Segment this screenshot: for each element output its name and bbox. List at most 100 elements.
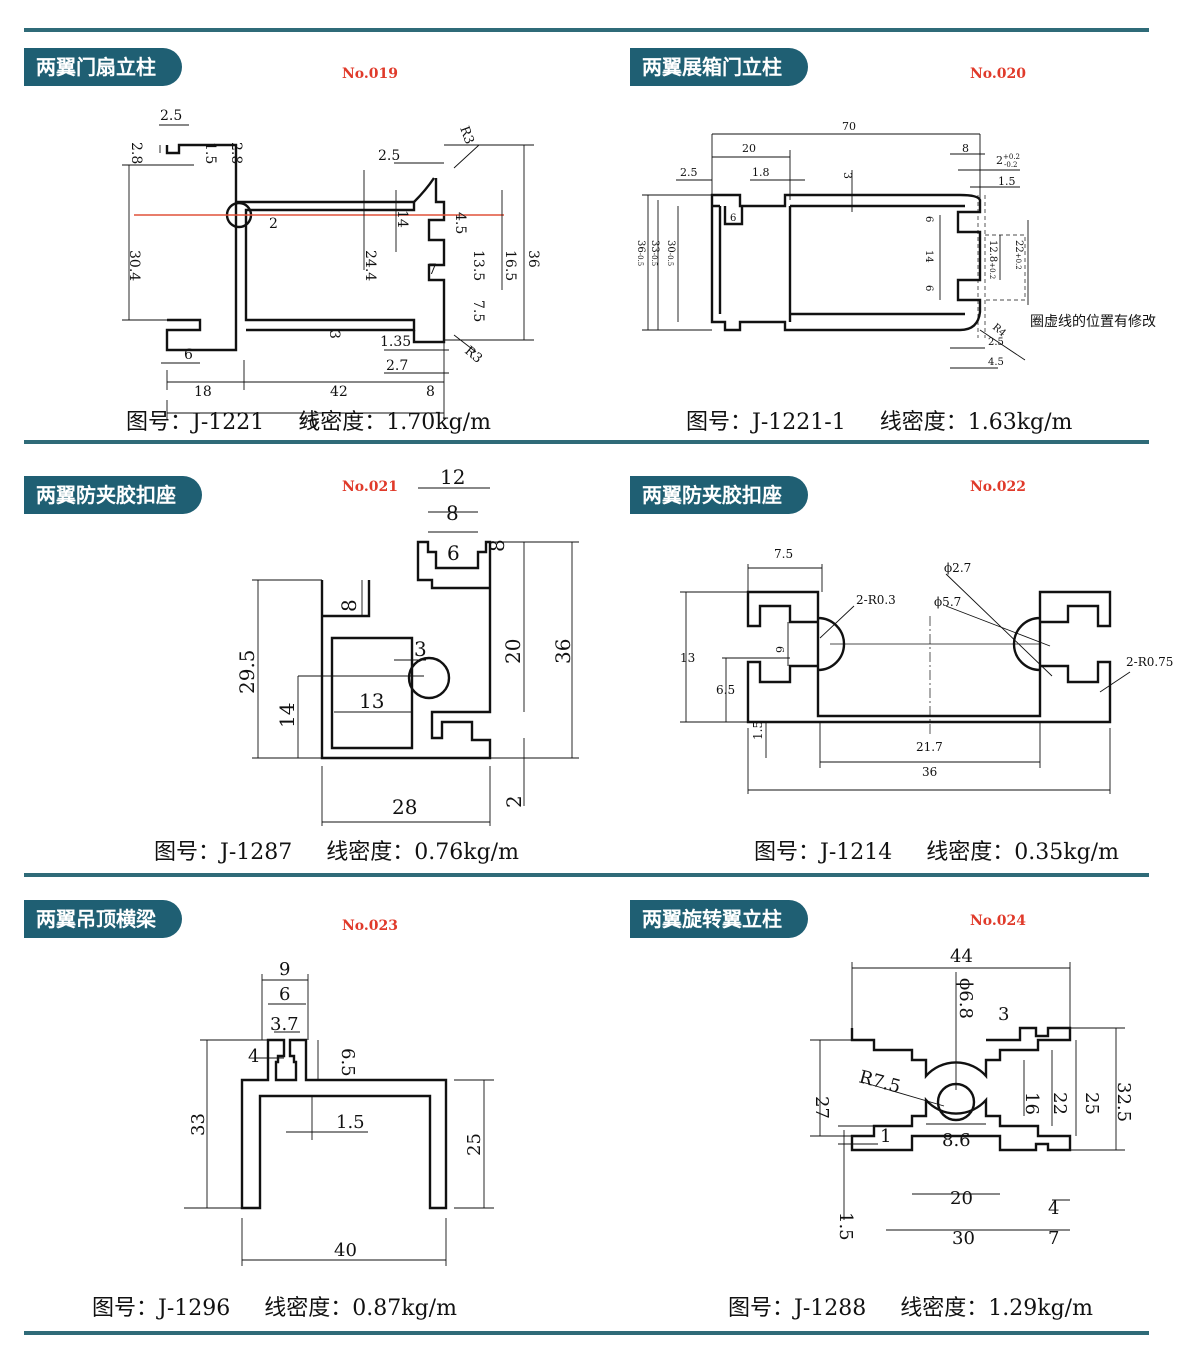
linear-density: 线密度：0.76kg/m (326, 840, 519, 865)
linear-density: 线密度：1.63kg/m (879, 410, 1073, 435)
dim-label: 3 (998, 1004, 1009, 1025)
dim-label: 4.5 (452, 212, 468, 234)
dim-label: 6 (730, 213, 736, 224)
dim-label: 20 (742, 142, 756, 155)
panel-020: 两翼展箱门立柱 No.020 70 20 8 2+0.2-0.2 2.5 1.8… (630, 48, 1190, 448)
dim-label: 3 (841, 172, 854, 179)
dim-label: 14 (923, 250, 934, 263)
dim-label: 18 (194, 384, 212, 400)
dim-label: 42 (330, 384, 348, 400)
dim-label: ϕ2.7 (944, 561, 971, 575)
dim-label: 1.5 (202, 142, 218, 164)
panel-number: No.020 (970, 66, 1026, 82)
panel-title: 两翼门扇立柱 (24, 48, 182, 86)
profile-outline (850, 1026, 1072, 1152)
dim-label: 6 (773, 646, 786, 653)
dim-label: 27 (811, 1096, 832, 1119)
dim-label: 12.8+0.2 (987, 240, 998, 279)
dim-label: R3 (461, 344, 484, 367)
dim-label: 1.5 (336, 1112, 365, 1133)
top-rule (24, 28, 1149, 32)
panel-title: 两翼旋转翼立柱 (630, 900, 808, 938)
panel-number: No.022 (970, 479, 1026, 495)
dim-label: 3 (326, 330, 342, 339)
dim-label: ϕ5.7 (934, 595, 961, 609)
dim-label: 16.5 (502, 250, 518, 281)
panel-021: 两翼防夹胶扣座 No.021 12 8 6 8 8 29.5 3 20 36 1 (24, 465, 584, 876)
dim-label: 6 (447, 541, 460, 565)
dim-label: 1.5 (751, 721, 765, 740)
dim-label: 70 (842, 120, 856, 133)
panel-title: 两翼吊顶横梁 (24, 900, 182, 938)
dim-label: 40 (334, 1240, 357, 1261)
dim-label: 3 (414, 637, 427, 661)
dim-label: 1.8 (752, 166, 770, 179)
profile-outline (746, 590, 1112, 724)
dim-label: 1.5 (998, 175, 1016, 188)
figure-number: 图号：J-1214 (754, 840, 893, 865)
figure-number: 图号：J-1221-1 (686, 410, 846, 435)
panel-023: 两翼吊顶横梁 No.023 9 6 3.7 4 6.5 33 1.5 25 40… (24, 900, 584, 1321)
dim-label: 2 (269, 216, 278, 232)
dim-label: 1 (880, 1126, 891, 1147)
panel-title: 两翼展箱门立柱 (630, 48, 808, 86)
linear-density: 线密度：0.87kg/m (264, 1296, 457, 1321)
dim-label: 2.8 (128, 142, 144, 164)
dim-label: 25 (1081, 1092, 1102, 1115)
dim-label: 2.8 (228, 142, 244, 164)
dim-label: 2+0.2-0.2 (996, 153, 1020, 169)
figure-caption: 图号：J-1287 线密度：0.76kg/m (154, 834, 553, 866)
dim-label: 6.5 (716, 683, 735, 697)
dim-label: 16 (1021, 1092, 1042, 1115)
dim-label: 6 (923, 216, 934, 222)
dim-label: 36 (525, 250, 541, 268)
dim-label: 24.4 (362, 250, 378, 281)
dim-label: 3.7 (270, 1014, 299, 1035)
profile-outline (240, 1038, 448, 1210)
profile-drawing: 70 20 8 2+0.2-0.2 2.5 1.8 3 1.5 6 6 14 6… (635, 120, 1156, 369)
panel-022: 两翼防夹胶扣座 No.022 7.5 2-R0.3 ϕ2.7 ϕ5.7 13 6… (630, 476, 1190, 876)
dim-label: 13.5 (470, 250, 486, 281)
row-divider-2 (24, 873, 1149, 877)
dim-label: 30 (952, 1228, 975, 1249)
panel-title: 两翼防夹胶扣座 (630, 476, 808, 514)
dim-label: 6 (184, 347, 193, 363)
dim-label: 8 (446, 501, 459, 525)
profile-outline (165, 143, 416, 352)
profile-drawing: 44 ϕ6.8 3 R7.5 27 16 22 25 32.5 1 8.6 20… (810, 946, 1134, 1249)
dim-label: 44 (950, 946, 973, 967)
dim-label: 6 (279, 984, 290, 1005)
dim-label: 36-0.5 (635, 240, 646, 266)
dim-label: 1.35 (380, 334, 411, 350)
dim-label: 14 (275, 703, 299, 728)
dim-label: 22 (1049, 1092, 1070, 1115)
dim-label: 4 (248, 1046, 259, 1067)
dim-label: R3 (456, 124, 476, 146)
dim-label: 6 (923, 285, 934, 291)
dim-label: 7 (428, 262, 437, 278)
dim-label: 4.5 (988, 357, 1004, 368)
dim-label: 9 (279, 959, 290, 980)
panel-number: No.019 (342, 66, 398, 82)
figure-number: 图号：J-1296 (92, 1296, 231, 1321)
dim-label: 7 (1048, 1228, 1059, 1249)
dim-label: 2-R0.75 (1126, 655, 1173, 669)
profile-outline (710, 193, 982, 332)
dim-label: 33-0.5 (649, 240, 660, 266)
figure-number: 图号：J-1288 (728, 1296, 867, 1321)
dim-label: 2.7 (386, 358, 408, 374)
dim-label: 22+0.2 (1013, 240, 1024, 270)
dim-label: 2 (502, 795, 526, 808)
dim-label: 33 (188, 1113, 209, 1136)
dim-label: 8.6 (942, 1130, 971, 1151)
dim-label: 14 (394, 210, 410, 228)
figure-number: 图号：J-1287 (154, 840, 293, 865)
dim-label: 8 (426, 384, 435, 400)
linear-density: 线密度：1.70kg/m (298, 410, 491, 435)
revision-note: 圈虚线的位置有修改 (1030, 314, 1156, 330)
dim-label: 2.5 (680, 166, 698, 179)
panel-number: No.023 (342, 918, 398, 934)
profile-drawing: 7.5 2-R0.3 ϕ2.7 ϕ5.7 13 6 6.5 2-R0.75 1.… (680, 547, 1173, 794)
